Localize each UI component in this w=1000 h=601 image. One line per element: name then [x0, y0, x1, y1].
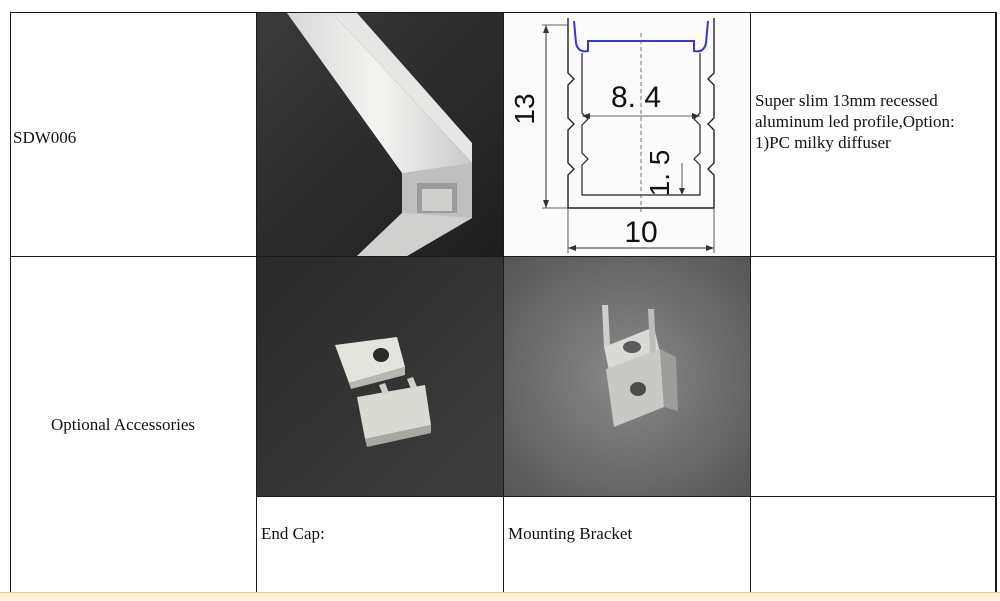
bracket-caption-cell: Mounting Bracket: [503, 496, 751, 593]
end-cap-caption-cell: End Cap:: [256, 496, 504, 593]
bracket-photo-cell: [503, 256, 751, 497]
end-cap-photo-cell: [256, 256, 504, 497]
bracket-caption: Mounting Bracket: [508, 524, 633, 543]
product-description: Super slim 13mm recessed aluminum led pr…: [755, 91, 955, 152]
inner-width-dimension-label: 8. 4: [611, 81, 661, 114]
profile-cross-section-drawing: 13 8. 4 1. 5 10: [504, 13, 750, 256]
page-bottom-strip: [0, 592, 1000, 601]
profile-photo: [257, 13, 503, 256]
right-edge-column-border: [995, 12, 997, 593]
mounting-bracket-photo: [504, 257, 750, 496]
model-number: SDW006: [13, 128, 77, 147]
height-dimension-label: 13: [509, 93, 540, 124]
offset-dimension-label: 1. 5: [644, 150, 675, 197]
end-cap-photo: [257, 257, 503, 496]
description-cell: Super slim 13mm recessed aluminum led pr…: [750, 12, 996, 257]
accessories-label: Optional Accessories: [51, 415, 195, 434]
profile-photo-cell: [256, 12, 504, 257]
width-dimension-label: 10: [624, 216, 657, 249]
accessories-label-cell: Optional Accessories: [10, 256, 257, 593]
model-cell: SDW006: [10, 12, 257, 257]
accessory-blank-cell-lower: [750, 496, 996, 593]
drawing-cell: 13 8. 4 1. 5 10: [503, 12, 751, 257]
accessory-blank-cell-upper: [750, 256, 996, 497]
end-cap-caption: End Cap:: [261, 524, 325, 543]
